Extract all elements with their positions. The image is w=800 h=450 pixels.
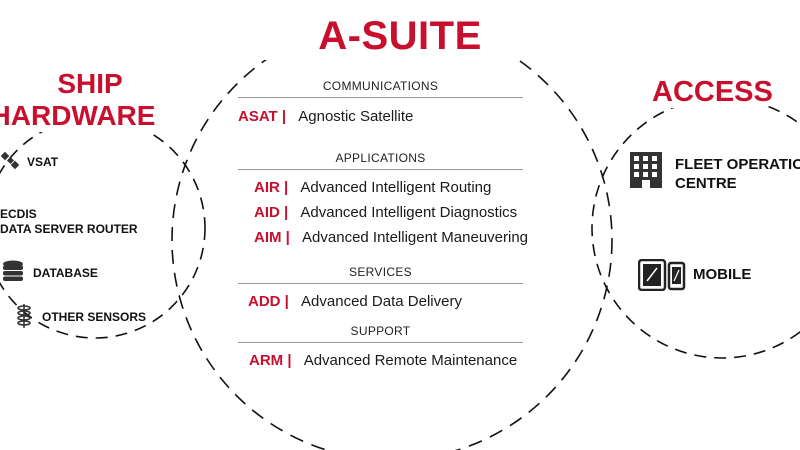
item-desc: Advanced Intelligent Diagnostics <box>300 204 518 221</box>
item-desc: Agnostic Satellite <box>298 108 414 125</box>
item-desc: Advanced Remote Maintenance <box>303 352 518 369</box>
services-heading: SERVICES <box>349 265 412 279</box>
item-code: AIR | <box>254 179 289 196</box>
list-item: ARM | Advanced Remote Maintenance <box>249 352 517 369</box>
satellite-icon <box>0 150 22 177</box>
list-item: ADD | Advanced Data Delivery <box>248 293 462 310</box>
hardware-database: DATABASE <box>33 266 98 280</box>
building-icon <box>628 150 664 195</box>
list-item: AIR | Advanced Intelligent Routing <box>254 179 491 196</box>
list-item: AID | Advanced Intelligent Diagnostics <box>254 204 517 221</box>
divider <box>238 342 523 343</box>
item-code: ASAT | <box>238 108 287 125</box>
list-item: AIM | Advanced Intelligent Maneuvering <box>254 229 528 246</box>
applications-heading: APPLICATIONS <box>335 151 426 165</box>
item-code: ARM | <box>249 352 292 369</box>
item-code: AID | <box>254 204 289 221</box>
list-item: ASAT | Agnostic Satellite <box>238 108 413 125</box>
right-title: ACCESS <box>652 76 773 108</box>
access-fleet-line-2: CENTRE <box>675 175 737 192</box>
divider <box>238 283 523 284</box>
item-code: AIM | <box>254 229 290 246</box>
item-desc: Advanced Data Delivery <box>301 293 462 310</box>
access-fleet-line-1: FLEET OPERATIONS <box>675 156 800 173</box>
mobile-devices-icon <box>637 258 686 296</box>
left-circle <box>0 117 206 339</box>
hardware-vsat: VSAT <box>27 155 59 169</box>
access-mobile: MOBILE <box>693 266 752 283</box>
hardware-ecdis-line-2: DATA SERVER ROUTER <box>0 222 138 236</box>
database-icon <box>1 260 25 287</box>
left-title-line-2: HARDWARE <box>0 100 156 131</box>
left-title-line-1: SHIP <box>57 68 123 99</box>
right-circle <box>591 97 800 359</box>
left-title: SHIP HARDWARE <box>0 68 180 132</box>
access-fleet-operations: FLEET OPERATIONS CENTRE <box>675 155 800 193</box>
hardware-ecdis: ECDIS DATA SERVER ROUTER <box>0 207 138 237</box>
support-heading: SUPPORT <box>350 324 411 338</box>
item-code: ADD | <box>248 293 289 310</box>
main-title: A-SUITE <box>260 12 540 60</box>
sensor-icon <box>15 302 33 335</box>
item-desc: Advanced Intelligent Maneuvering <box>302 229 529 246</box>
divider <box>238 97 523 98</box>
hardware-other-sensors: OTHER SENSORS <box>42 310 147 324</box>
hardware-ecdis-line-1: ECDIS <box>0 207 37 221</box>
communications-heading: COMMUNICATIONS <box>322 79 439 93</box>
item-desc: Advanced Intelligent Routing <box>300 179 492 196</box>
divider <box>238 169 523 170</box>
